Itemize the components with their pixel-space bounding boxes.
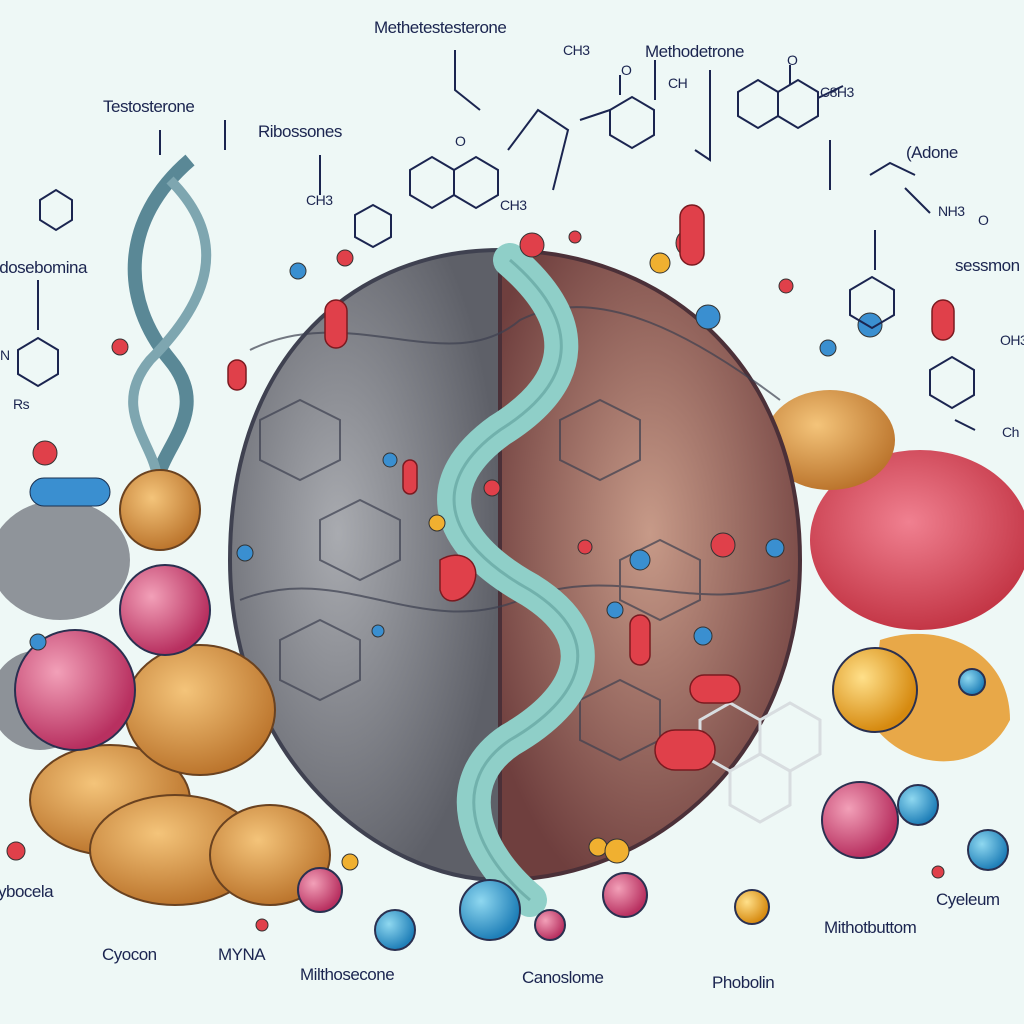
central-globe	[227, 247, 803, 883]
formula-ch3-left: CH3	[306, 192, 333, 208]
red-capsules	[227, 204, 955, 771]
label-methetestesterone: Methetestesterone	[374, 18, 507, 37]
formula-nh3: NH3	[938, 203, 965, 219]
label-adone: (Adone	[906, 143, 958, 162]
label-cyeleum: Cyeleum	[936, 890, 1000, 909]
formula-n-left: N	[0, 347, 10, 363]
label-testosterone: Testosterone	[103, 97, 195, 116]
spheres	[14, 564, 1009, 951]
formula-oh3-right: OH3	[1000, 332, 1024, 348]
formula-o-4: O	[455, 133, 466, 149]
label-mithotbuttom: Mithotbuttom	[824, 918, 917, 937]
chemical-structures	[17, 50, 976, 431]
label-cyocon: Cyocon	[102, 945, 157, 964]
label-canoslome: Canoslome	[522, 968, 604, 987]
red-organelle	[765, 390, 1024, 762]
label-phobolin: Phobolin	[712, 973, 775, 992]
label-myna: MYNA	[218, 945, 266, 964]
label-methodetrone: Methodetrone	[645, 42, 744, 61]
label-milthosecone: Milthosecone	[300, 965, 395, 984]
label-ybocela: ybocela	[0, 882, 54, 901]
formula-ch3-mid: CH3	[500, 197, 527, 213]
label-ribossones: Ribossones	[258, 122, 342, 141]
blue-capsule	[29, 477, 111, 507]
formula-rs-left: Rs	[13, 396, 30, 412]
formula-ch3-top: CH3	[563, 42, 590, 58]
formula-o-2: O	[787, 52, 798, 68]
formula-ch-top: CH	[668, 75, 688, 91]
label-sessmon: sessmon	[955, 256, 1020, 275]
orange-organelles	[29, 469, 331, 906]
formula-ch-right: Ch	[1002, 424, 1019, 440]
label-idosebomina: idosebomina	[0, 258, 87, 277]
dna-helix-left	[127, 154, 212, 504]
formula-c8h3: C8H3	[820, 84, 854, 100]
formula-o-1: O	[621, 62, 632, 78]
formula-o-3: O	[978, 212, 989, 228]
